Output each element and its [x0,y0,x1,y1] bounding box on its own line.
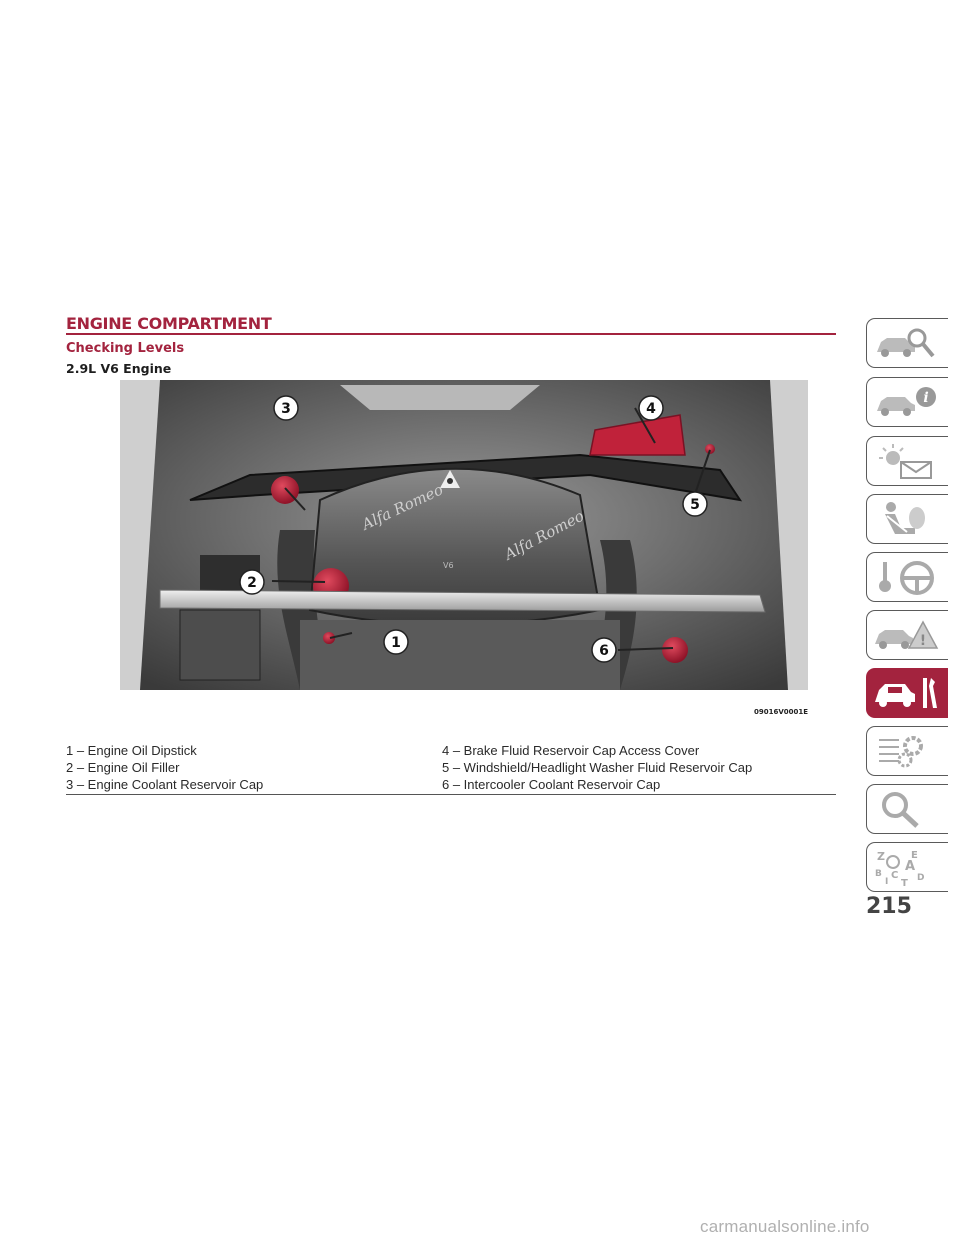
subsection-title: Checking Levels [66,341,185,356]
title-rule [66,333,836,335]
callout-4: 4 [638,395,664,421]
legend-item-4: 4 – Brake Fluid Reservoir Cap Access Cov… [442,743,700,758]
legend-item-2: 2 – Engine Oil Filler [66,760,180,775]
engine-label: 2.9L V6 Engine [66,361,172,376]
seat-airbag-icon [885,502,925,534]
magnifier-icon [882,792,919,828]
tab-seat-airbag[interactable] [866,494,948,544]
car-search-icon [877,328,935,358]
legend-item-1: 1 – Engine Oil Dipstick [66,743,197,758]
svg-text:5: 5 [690,497,700,513]
tab-index[interactable]: Z E A B C D I T [866,842,948,892]
svg-text:i: i [923,390,928,406]
svg-text:4: 4 [646,401,656,417]
page-number: 215 [866,894,912,919]
svg-text:Z: Z [877,850,885,863]
key-steering-wheel-icon [879,561,934,595]
tab-warning-lights[interactable] [866,436,948,486]
figure-code: 09016V0001EM [754,708,808,716]
watermark: carmanualsonline.info [700,1217,870,1236]
tab-car-info[interactable]: i [866,377,948,427]
svg-text:D: D [917,873,924,883]
legend-column-left: 1 – Engine Oil Dipstick 2 – Engine Oil F… [66,742,263,793]
svg-text:T: T [901,878,908,888]
tab-specifications[interactable] [866,726,948,776]
svg-text:I: I [885,877,888,887]
tab-search[interactable] [866,784,948,834]
legend-column-right: 4 – Brake Fluid Reservoir Cap Access Cov… [442,742,752,793]
svg-text:B: B [875,869,882,879]
callout-3: 3 [273,395,299,421]
svg-text:A: A [905,859,915,874]
tab-car-maintenance[interactable] [866,668,948,718]
callout-5: 5 [682,491,708,517]
svg-text:6: 6 [599,643,609,659]
legend-item-5: 5 – Windshield/Headlight Washer Fluid Re… [442,760,753,775]
legend-item-3: 3 – Engine Coolant Reservoir Cap [66,777,264,792]
warning-lights-icon [879,444,932,479]
callout-6: 6 [591,637,617,663]
tab-car-emergency[interactable]: ! [866,610,948,660]
svg-text:C: C [891,870,898,881]
section-title: ENGINE COMPARTMENT [66,314,272,333]
engine-compartment-figure: Alfa Romeo Alfa Romeo V6 3 2 [120,380,808,720]
legend-rule [66,794,836,795]
svg-text:!: ! [920,633,926,649]
legend-item-6: 6 – Intercooler Coolant Reservoir Cap [442,777,661,792]
car-wrench-icon [875,678,937,708]
alphabet-index-icon: Z E A B C D I T [875,850,924,888]
svg-text:E: E [911,850,918,861]
tab-car-search[interactable] [866,318,948,368]
car-info-icon: i [877,387,936,416]
cover-badge: V6 [443,561,454,570]
callout-2: 2 [239,569,265,595]
tab-key-steering[interactable] [866,552,948,602]
car-emergency-icon: ! [875,620,939,649]
svg-text:1: 1 [391,635,401,651]
svg-text:3: 3 [281,401,291,417]
svg-text:2: 2 [247,575,257,591]
specifications-gear-icon [879,736,923,768]
callout-1: 1 [383,629,409,655]
